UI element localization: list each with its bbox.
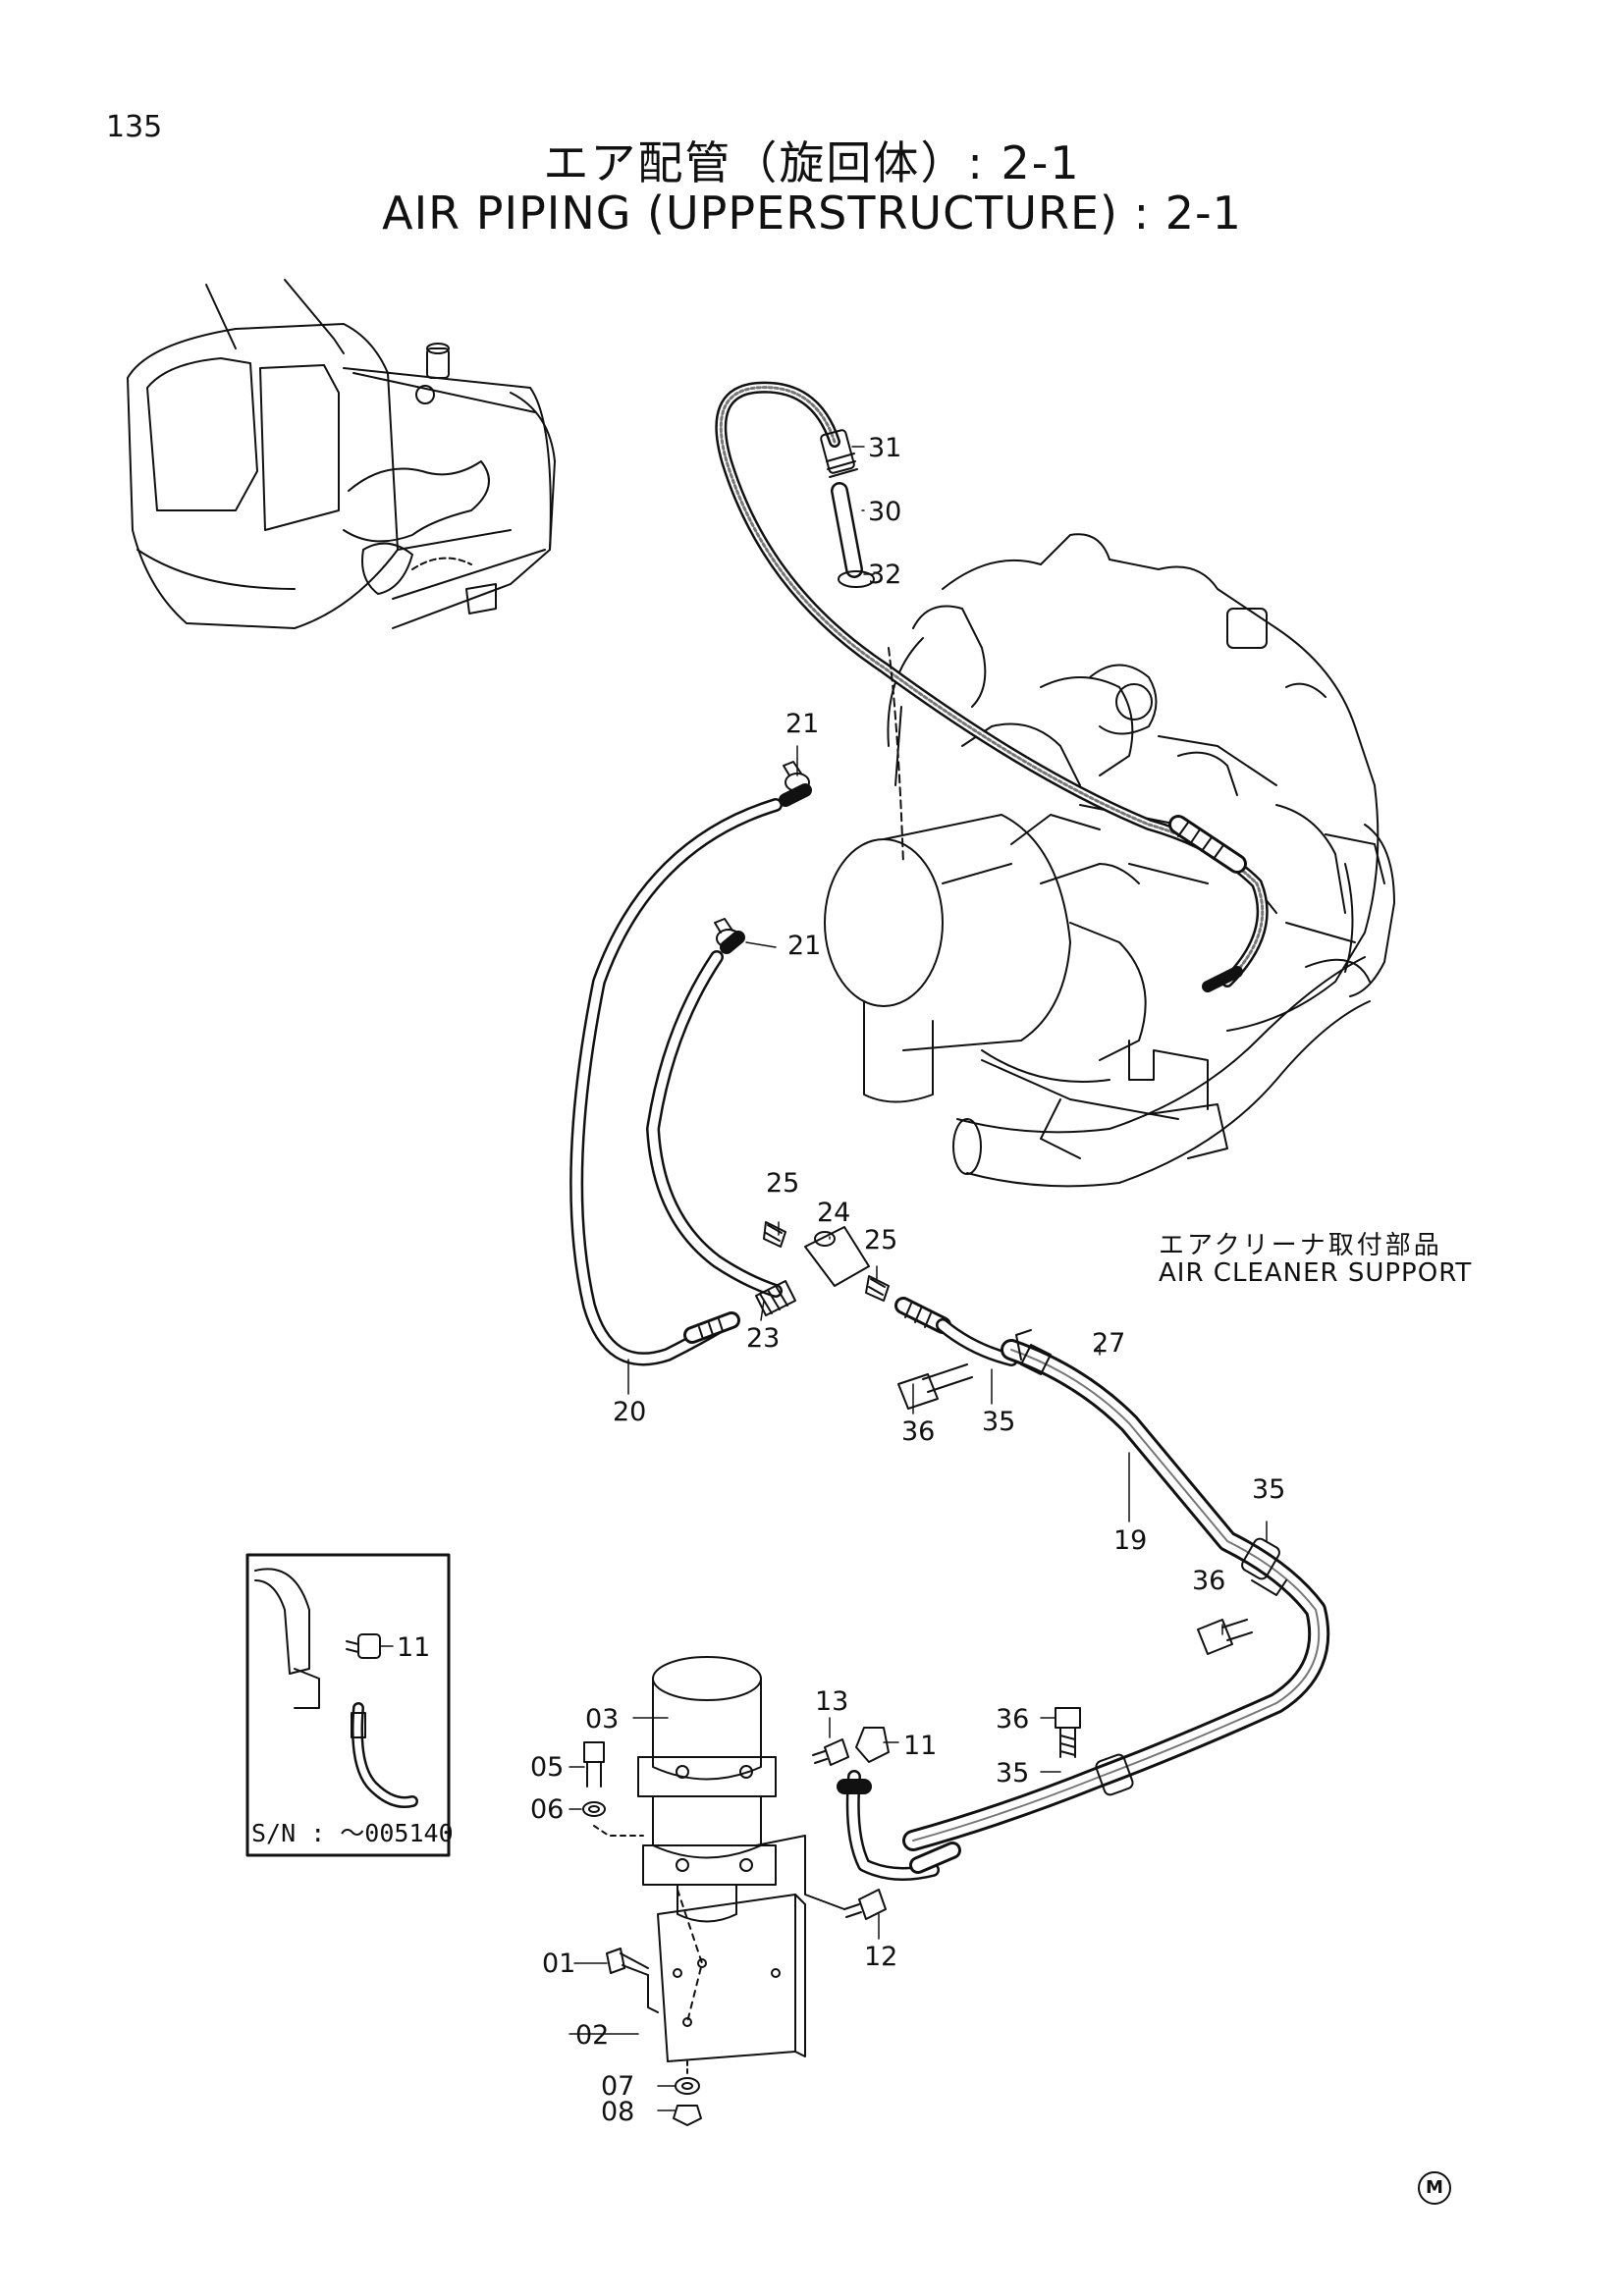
hose-20 xyxy=(569,783,812,1366)
callout-25-left: 25 xyxy=(766,1168,800,1199)
excavator-overview xyxy=(127,279,556,629)
callout-19: 19 xyxy=(1113,1525,1148,1556)
callout-23: 23 xyxy=(746,1323,781,1354)
callout-07: 07 xyxy=(601,2071,635,2102)
callout-36-upper: 36 xyxy=(901,1416,936,1447)
bolts-36 xyxy=(897,1363,1253,1758)
inset-variant-box xyxy=(245,1553,451,1857)
callout-21-upper: 21 xyxy=(785,709,820,739)
callout-11-inset: 11 xyxy=(397,1632,431,1663)
callout-05: 05 xyxy=(530,1752,565,1783)
hose-to-filter xyxy=(837,1770,961,1881)
callout-36-right: 36 xyxy=(1192,1566,1226,1596)
callout-24: 24 xyxy=(817,1198,851,1228)
callout-25-right: 25 xyxy=(864,1225,898,1255)
page-number: 135 xyxy=(106,110,163,144)
callout-01: 01 xyxy=(542,1949,576,1979)
callout-32: 32 xyxy=(868,560,902,590)
callout-27: 27 xyxy=(1092,1328,1126,1359)
air-cleaner-support xyxy=(952,956,1371,1188)
page-title-english: AIR PIPING (UPPERSTRUCTURE) : 2-1 xyxy=(382,187,1242,240)
callout-11: 11 xyxy=(903,1731,938,1761)
page-title-japanese: エア配管（旋回体）: 2-1 xyxy=(543,136,1081,189)
callout-21-lower: 21 xyxy=(787,931,822,961)
vent-hose xyxy=(715,381,1269,992)
callout-08: 08 xyxy=(601,2097,635,2127)
inset-serial-note: S/N : ～005140 xyxy=(251,1819,454,1847)
callout-03: 03 xyxy=(585,1704,620,1735)
callout-06: 06 xyxy=(530,1794,565,1825)
air-cleaner-housing xyxy=(824,814,1147,1103)
leader-lines xyxy=(379,446,1268,2111)
air-cleaner-support-label-jp: エアクリーナ取付部品 xyxy=(1159,1231,1442,1260)
fasteners xyxy=(582,1727,890,2126)
callout-35-upper: 35 xyxy=(982,1407,1016,1437)
callout-35-lower: 35 xyxy=(996,1758,1030,1789)
callout-35-right: 35 xyxy=(1252,1474,1286,1505)
callout-31: 31 xyxy=(868,433,902,463)
callout-13: 13 xyxy=(815,1686,849,1717)
air-cleaner-support-label-en: AIR CLEANER SUPPORT xyxy=(1159,1258,1473,1288)
callout-02: 02 xyxy=(575,2020,610,2051)
callout-20: 20 xyxy=(613,1397,647,1427)
callout-30: 30 xyxy=(868,497,902,527)
engine-block xyxy=(887,533,1395,1159)
corner-mark: M xyxy=(1418,2171,1451,2205)
callout-36-lower: 36 xyxy=(996,1704,1030,1735)
steel-pipe-19 xyxy=(902,1329,1330,1851)
callout-12: 12 xyxy=(864,1942,898,1972)
air-filter-unit xyxy=(637,1656,806,2062)
